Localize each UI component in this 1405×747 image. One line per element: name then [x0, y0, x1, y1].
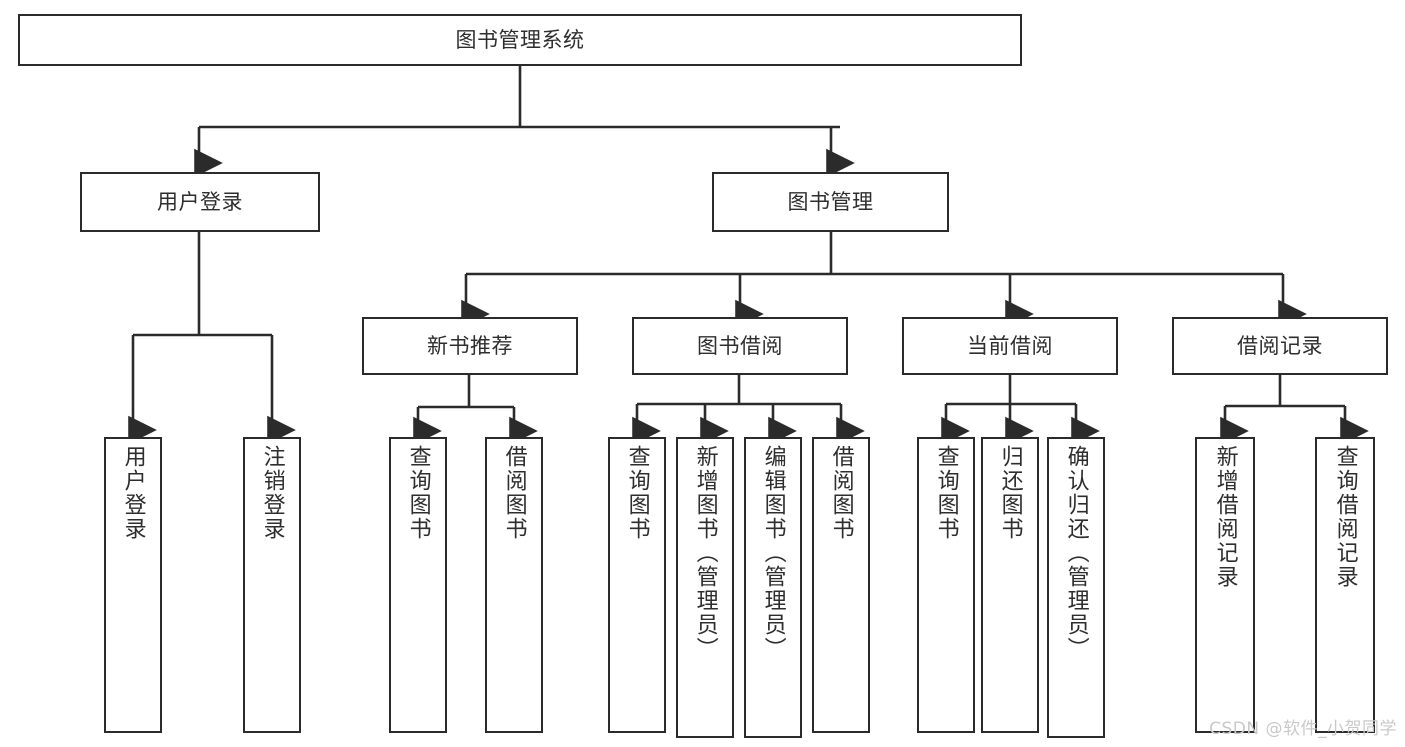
- csdn-watermark: CSDN @软件_小贺同学: [1209, 719, 1397, 739]
- node-new-book-recommend[interactable]: 新书推荐: [362, 317, 578, 375]
- leaf-record-add-record[interactable]: 新增借阅记录: [1195, 437, 1255, 733]
- node-label: 确认归还（管理员）: [1063, 445, 1089, 661]
- leaf-current-query-book[interactable]: 查询图书: [917, 437, 975, 733]
- node-label: 查询图书: [405, 445, 431, 541]
- node-label: 当前借阅: [967, 333, 1053, 358]
- node-label: 查询借阅记录: [1332, 445, 1358, 589]
- node-label: 注销登录: [259, 445, 285, 541]
- node-label: 新书推荐: [427, 333, 513, 358]
- node-book-borrow[interactable]: 图书借阅: [632, 317, 848, 375]
- node-user-login[interactable]: 用户登录: [80, 172, 320, 232]
- node-label: 借阅记录: [1237, 333, 1323, 358]
- leaf-current-confirm-return-admin[interactable]: 确认归还（管理员）: [1047, 437, 1105, 738]
- node-label: 用户登录: [120, 445, 146, 541]
- leaf-record-query-record[interactable]: 查询借阅记录: [1315, 437, 1375, 733]
- leaf-user-login-login[interactable]: 用户登录: [104, 437, 162, 733]
- leaf-borrow-borrow-book[interactable]: 借阅图书: [812, 437, 870, 733]
- node-label: 查询图书: [624, 445, 650, 541]
- node-borrow-record[interactable]: 借阅记录: [1172, 317, 1388, 375]
- leaf-borrow-edit-book-admin[interactable]: 编辑图书（管理员）: [744, 437, 802, 738]
- node-label: 用户登录: [157, 189, 243, 214]
- node-label: 图书管理: [787, 189, 874, 214]
- node-label: 借阅图书: [828, 445, 854, 541]
- node-book-management[interactable]: 图书管理: [712, 172, 949, 232]
- node-label: 归还图书: [997, 445, 1023, 541]
- node-root-system[interactable]: 图书管理系统: [18, 14, 1022, 66]
- node-label: 图书管理系统: [455, 27, 585, 52]
- node-label: 图书借阅: [697, 333, 783, 358]
- leaf-recommend-borrow-book[interactable]: 借阅图书: [485, 437, 543, 733]
- leaf-recommend-query-book[interactable]: 查询图书: [389, 437, 447, 733]
- node-label: 新增借阅记录: [1212, 445, 1238, 589]
- node-label: 借阅图书: [501, 445, 527, 541]
- node-label: 新增图书（管理员）: [692, 445, 718, 661]
- node-current-borrow[interactable]: 当前借阅: [902, 317, 1118, 375]
- leaf-current-return-book[interactable]: 归还图书: [981, 437, 1039, 733]
- leaf-user-login-logout[interactable]: 注销登录: [243, 437, 301, 733]
- leaf-borrow-add-book-admin[interactable]: 新增图书（管理员）: [676, 437, 734, 738]
- node-label: 编辑图书（管理员）: [760, 445, 786, 661]
- node-label: 查询图书: [933, 445, 959, 541]
- leaf-borrow-query-book[interactable]: 查询图书: [608, 437, 666, 733]
